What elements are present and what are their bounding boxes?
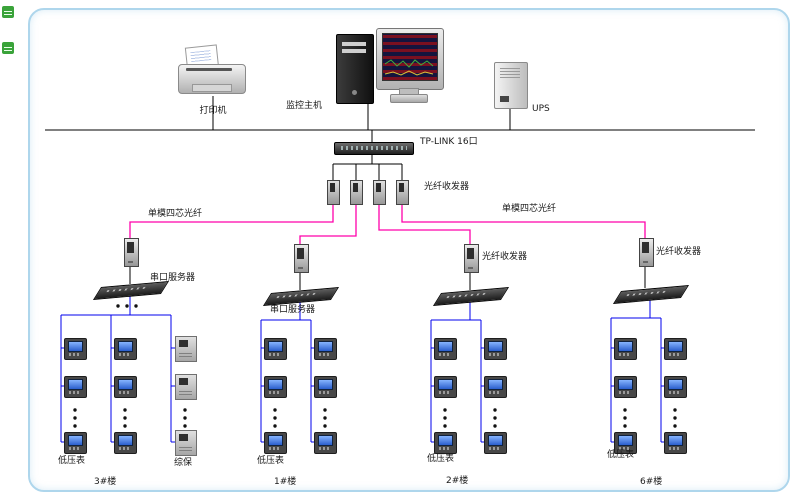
fiber-transceiver-head-1 — [327, 180, 340, 205]
branch1-floor-label: 3#楼 — [94, 477, 117, 487]
head-transceiver-label: 光纤收发器 — [424, 182, 470, 192]
branch3-transceiver-label: 光纤收发器 — [482, 252, 528, 262]
printer-slot — [186, 68, 232, 71]
power-button-icon — [352, 90, 357, 95]
monitor-screen — [382, 33, 438, 81]
branch4-floor-label: 6#楼 — [640, 477, 663, 487]
voltage-meter — [114, 376, 137, 398]
ups-label: UPS — [532, 104, 550, 114]
branch1-meter-label: 低压表 — [58, 456, 86, 466]
voltage-meter — [434, 338, 457, 360]
voltage-meter — [64, 338, 87, 360]
voltage-meter — [264, 376, 287, 398]
voltage-meter — [114, 338, 137, 360]
ethernet-lines — [45, 96, 755, 290]
voltage-meter — [664, 432, 687, 454]
fiber-right-label: 单模四芯光纤 — [502, 204, 557, 214]
branch3-meter-label: 低压表 — [427, 454, 455, 464]
voltage-meter — [614, 338, 637, 360]
continuation-dots — [73, 304, 677, 428]
printer — [178, 44, 248, 98]
fiber-transceiver-branch-3 — [464, 244, 479, 273]
protection-relay — [175, 336, 197, 362]
branch4-transceiver-label: 光纤收发器 — [656, 247, 702, 257]
voltage-meter — [114, 432, 137, 454]
host-label: 监控主机 — [286, 101, 323, 111]
fiber-left-label: 单模四芯光纤 — [148, 209, 203, 219]
protection-relay — [175, 374, 197, 400]
voltage-meter — [484, 376, 507, 398]
voltage-meter — [264, 432, 287, 454]
switch-label: TP-LINK 16口 — [420, 137, 478, 147]
branch1-relay-label: 综保 — [174, 458, 193, 468]
voltage-meter — [614, 376, 637, 398]
ethernet-switch — [334, 142, 414, 155]
branch4-meter-label: 低压表 — [607, 450, 635, 460]
branch2-meter-label: 低压表 — [257, 456, 285, 466]
ups-device — [494, 62, 528, 109]
voltage-meter — [64, 432, 87, 454]
monitor-base — [390, 94, 428, 103]
voltage-meter — [614, 432, 637, 454]
branch2-floor-label: 1#楼 — [274, 477, 297, 487]
fiber-transceiver-head-4 — [396, 180, 409, 205]
voltage-meter — [484, 432, 507, 454]
voltage-meter — [664, 376, 687, 398]
branch1-server-label: 串口服务器 — [150, 273, 196, 283]
fiber-transceiver-branch-2 — [294, 244, 309, 273]
voltage-meter — [264, 338, 287, 360]
branch2-server-label: 串口服务器 — [270, 305, 316, 315]
fiber-transceiver-branch-4 — [639, 238, 654, 267]
fiber-lines — [129, 203, 646, 244]
drive-bay — [342, 49, 366, 53]
printer-tray — [192, 84, 232, 92]
printer-label: 打印机 — [199, 106, 227, 116]
voltage-meter — [484, 338, 507, 360]
drive-bay — [342, 42, 366, 46]
ups-display — [500, 96, 509, 102]
protection-relay — [175, 430, 197, 456]
host-tower — [336, 34, 374, 104]
voltage-meter — [664, 338, 687, 360]
voltage-meter — [64, 376, 87, 398]
voltage-meter — [314, 376, 337, 398]
meter-bus-lines — [60, 296, 675, 443]
fiber-transceiver-branch-1 — [124, 238, 139, 267]
fiber-transceiver-head-3 — [373, 180, 386, 205]
edge-marker-icon — [2, 6, 14, 18]
screen-traces — [384, 59, 434, 76]
host-monitor — [376, 28, 444, 90]
voltage-meter — [434, 376, 457, 398]
voltage-meter — [434, 432, 457, 454]
fiber-transceiver-head-2 — [350, 180, 363, 205]
branch3-floor-label: 2#楼 — [446, 476, 469, 486]
voltage-meter — [314, 338, 337, 360]
edge-marker-icon — [2, 42, 14, 54]
voltage-meter — [314, 432, 337, 454]
ups-vents — [500, 68, 520, 78]
